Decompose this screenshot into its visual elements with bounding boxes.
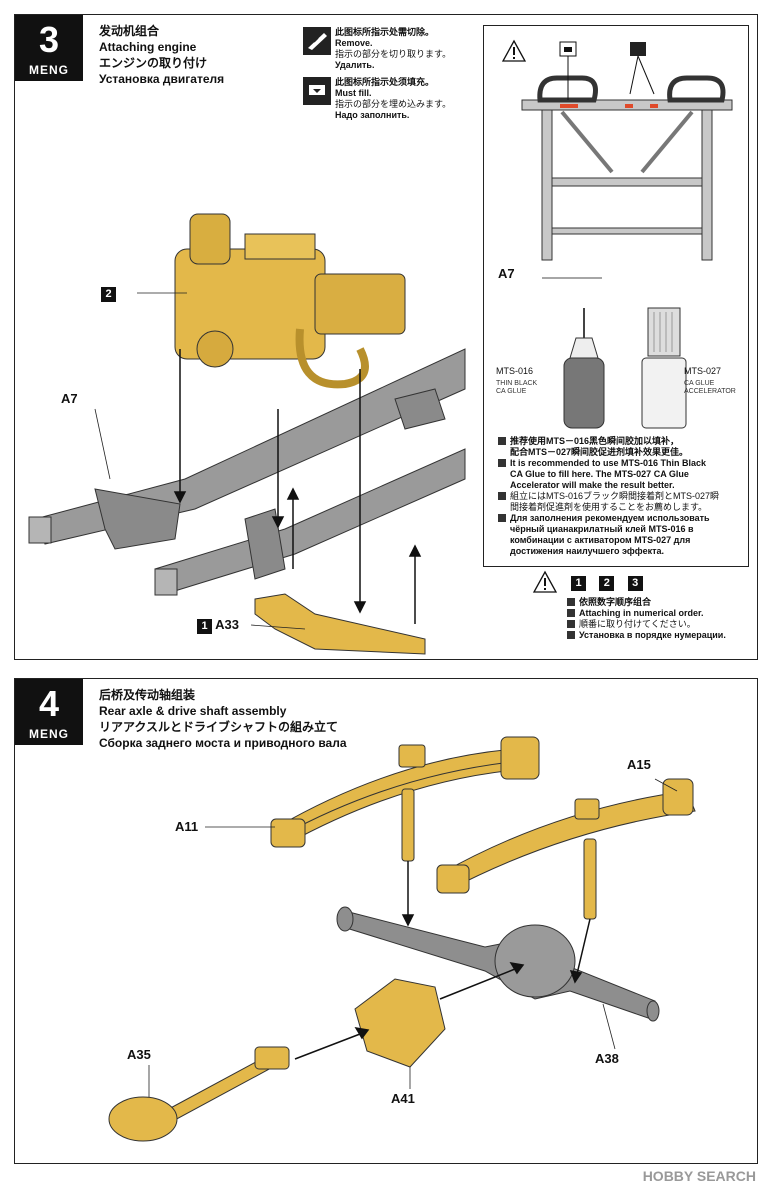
order-note: 依照数字顺序组合 Attaching in numerical order. 順…	[567, 597, 726, 641]
note-line: Для заполнения рекомендуем использовать	[498, 513, 719, 524]
step-number-2: 2	[101, 287, 116, 302]
order-en: Attaching in numerical order.	[567, 608, 726, 619]
detail-box: A7 MTS-016 THIN BLACK CA GLUE MTS-027 CA…	[483, 25, 749, 567]
rear-axle-illustration	[108, 736, 696, 1142]
title-ja: エンジンの取り付け	[99, 56, 208, 70]
note-line: 組立にはMTS-016ブラック瞬間接着剤とMTS-027瞬	[498, 491, 719, 502]
legend-fill-zh: 此图标所指示处须填充。	[335, 77, 435, 87]
note-line: достижения наилучшего эффекта.	[510, 546, 664, 556]
legend-remove-en: Remove.	[335, 38, 373, 48]
legend-fill-ru: Надо заполнить.	[335, 110, 410, 120]
note-line: It is recommended to use MTS-016 Thin Bl…	[498, 458, 719, 469]
step-number-1: 1	[197, 619, 212, 634]
axle-a38-drawing	[336, 906, 660, 1022]
step-number-badge: 4 MENG	[15, 679, 83, 745]
part-label-a7: A7	[61, 391, 78, 406]
order-ru: Установка в порядке нумерации.	[567, 630, 726, 641]
glue2-code: MTS-027	[684, 366, 722, 376]
glue2-desc-1: CA GLUE	[684, 380, 715, 387]
step-number: 4	[38, 683, 60, 724]
title-ja: リアアクスルとドライブシャフトの組み立て	[99, 720, 339, 734]
note-line: 間接着剤促進剤を使用することをお薦めします。	[510, 502, 708, 512]
drive-shaft-a35-drawing	[108, 1046, 290, 1142]
legend-remove: 此图标所指示处需切除。 Remove. 指示の部分を切り取ります。 Удалит…	[303, 27, 483, 71]
assembly-arrows	[173, 349, 422, 624]
order-steps: 1 2 3	[571, 573, 643, 591]
step-titles: 发动机组合 Attaching engine エンジンの取り付け Установ…	[99, 23, 224, 87]
glue1-code: MTS-016	[496, 366, 534, 376]
detail-label-a7: A7	[498, 266, 515, 281]
note-line: комбинации с активатором MTS-027 для	[510, 535, 691, 545]
glue-bottle-mts027-icon	[641, 307, 687, 429]
order-step-3: 3	[627, 576, 643, 591]
note-line: CA Glue to fill here. The MTS-027 CA Glu…	[510, 469, 689, 479]
watermark: HOBBY SEARCH	[642, 1168, 756, 1184]
title-zh: 后桥及传动轴组装	[99, 688, 196, 702]
part-label-a35: A35	[127, 1047, 151, 1062]
warning-icon	[501, 39, 527, 62]
glue1-desc-2: CA GLUE	[496, 388, 527, 395]
glue2-desc-2: ACCELERATOR	[684, 388, 736, 395]
part-a33-text: A33	[215, 617, 239, 632]
frame-detail-drawing	[521, 41, 733, 279]
step-4-panel: 4 MENG 后桥及传动轴组装 Rear axle & drive shaft …	[14, 678, 758, 1164]
brand-logo: MENG	[29, 727, 69, 741]
note-line: 推荐使用MTS－016黑色瞬间胶加以填补，	[498, 436, 719, 447]
step-number-badge: 3 MENG	[15, 15, 83, 81]
step-3-panel: 3 MENG 发动机组合 Attaching engine エンジンの取り付け …	[14, 14, 758, 660]
warning-icon	[532, 570, 558, 593]
frame-a7-drawing	[28, 348, 466, 596]
fill-icon	[303, 77, 331, 105]
leaf-springs-drawing	[270, 736, 696, 894]
brand-logo: MENG	[29, 63, 69, 77]
assembly-arrows	[294, 861, 591, 1060]
order-step-1: 1	[571, 576, 586, 591]
title-ru: Сборка заднего моста и приводного вала	[99, 736, 347, 750]
title-en: Attaching engine	[99, 40, 197, 54]
note-line: Accelerator will make the result better.	[510, 480, 675, 490]
order-step-2: 2	[599, 576, 615, 591]
order-zh: 依照数字顺序组合	[567, 597, 726, 608]
title-en: Rear axle & drive shaft assembly	[99, 704, 287, 718]
cutter-icon	[303, 27, 331, 55]
step-titles: 后桥及传动轴组装 Rear axle & drive shaft assembl…	[99, 687, 347, 751]
glue1-desc-1: THIN BLACK	[496, 380, 538, 387]
housing-a41-drawing	[354, 978, 446, 1068]
legend-remove-zh: 此图标所指示处需切除。	[335, 27, 435, 37]
engine-frame-illustration	[28, 213, 466, 655]
note-line: чёрный цианакрилатный клей MTS-016 в	[510, 524, 694, 534]
bracket-a33-drawing	[254, 593, 426, 655]
part-label-a11: A11	[175, 819, 199, 834]
legend-fill: 此图标所指示处须填充。 Must fill. 指示の部分を埋め込みます。 Над…	[303, 77, 483, 121]
title-ru: Установка двигателя	[99, 72, 225, 86]
legend-fill-ja: 指示の部分を埋め込みます。	[335, 99, 452, 109]
step-number: 3	[38, 19, 60, 60]
title-zh: 发动机组合	[99, 24, 160, 38]
glue-bottle-mts016-icon	[563, 308, 605, 429]
part-label-a38: A38	[595, 1051, 619, 1066]
part-label-a15: A15	[627, 757, 651, 772]
part-label-engine-step: 2	[101, 285, 116, 302]
order-ja: 順番に取り付けてください。	[567, 619, 726, 630]
part-label-a33: 1 A33	[197, 617, 239, 634]
legend-remove-ru: Удалить.	[335, 60, 375, 70]
note-line: 配合MTS－027瞬间胶促进剂填补效果更佳。	[510, 447, 689, 457]
glue-note: 推荐使用MTS－016黑色瞬间胶加以填补， 配合MTS－027瞬间胶促进剂填补效…	[498, 436, 719, 557]
engine-drawing	[174, 213, 406, 389]
legend-remove-ja: 指示の部分を切り取ります。	[335, 49, 452, 59]
part-label-a41: A41	[391, 1091, 415, 1106]
legend-fill-en: Must fill.	[335, 88, 372, 98]
